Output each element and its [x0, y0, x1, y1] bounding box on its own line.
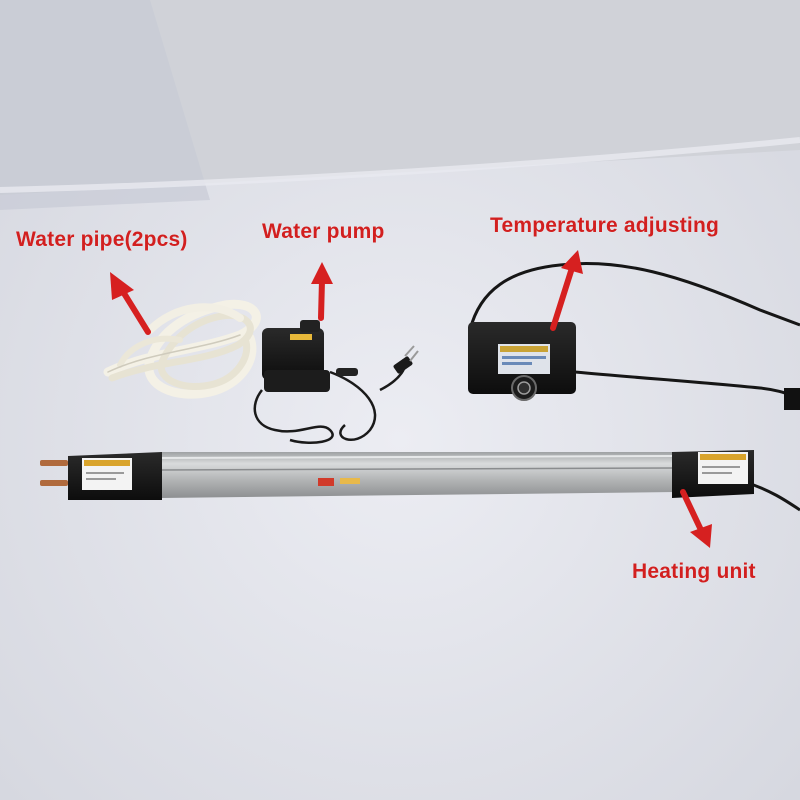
water-pipe-label: Water pipe(2pcs): [16, 228, 188, 251]
water-pump: [253, 320, 419, 444]
water-pump-label: Water pump: [262, 220, 385, 243]
water-pump-arrow: [311, 262, 333, 321]
water-pipe-arrow: [110, 272, 151, 335]
heating-unit-label: Heating unit: [632, 560, 756, 583]
heating-unit: [40, 450, 754, 500]
pointer-arrows: [110, 250, 712, 548]
water-pipe-coil: [103, 299, 261, 399]
backdrop-wall: [0, 0, 800, 195]
temperature-adjusting-label: Temperature adjusting: [490, 214, 720, 237]
temperature-arrow: [550, 250, 583, 331]
heating-unit-arrow: [680, 489, 712, 548]
temperature-controller: [468, 322, 576, 401]
